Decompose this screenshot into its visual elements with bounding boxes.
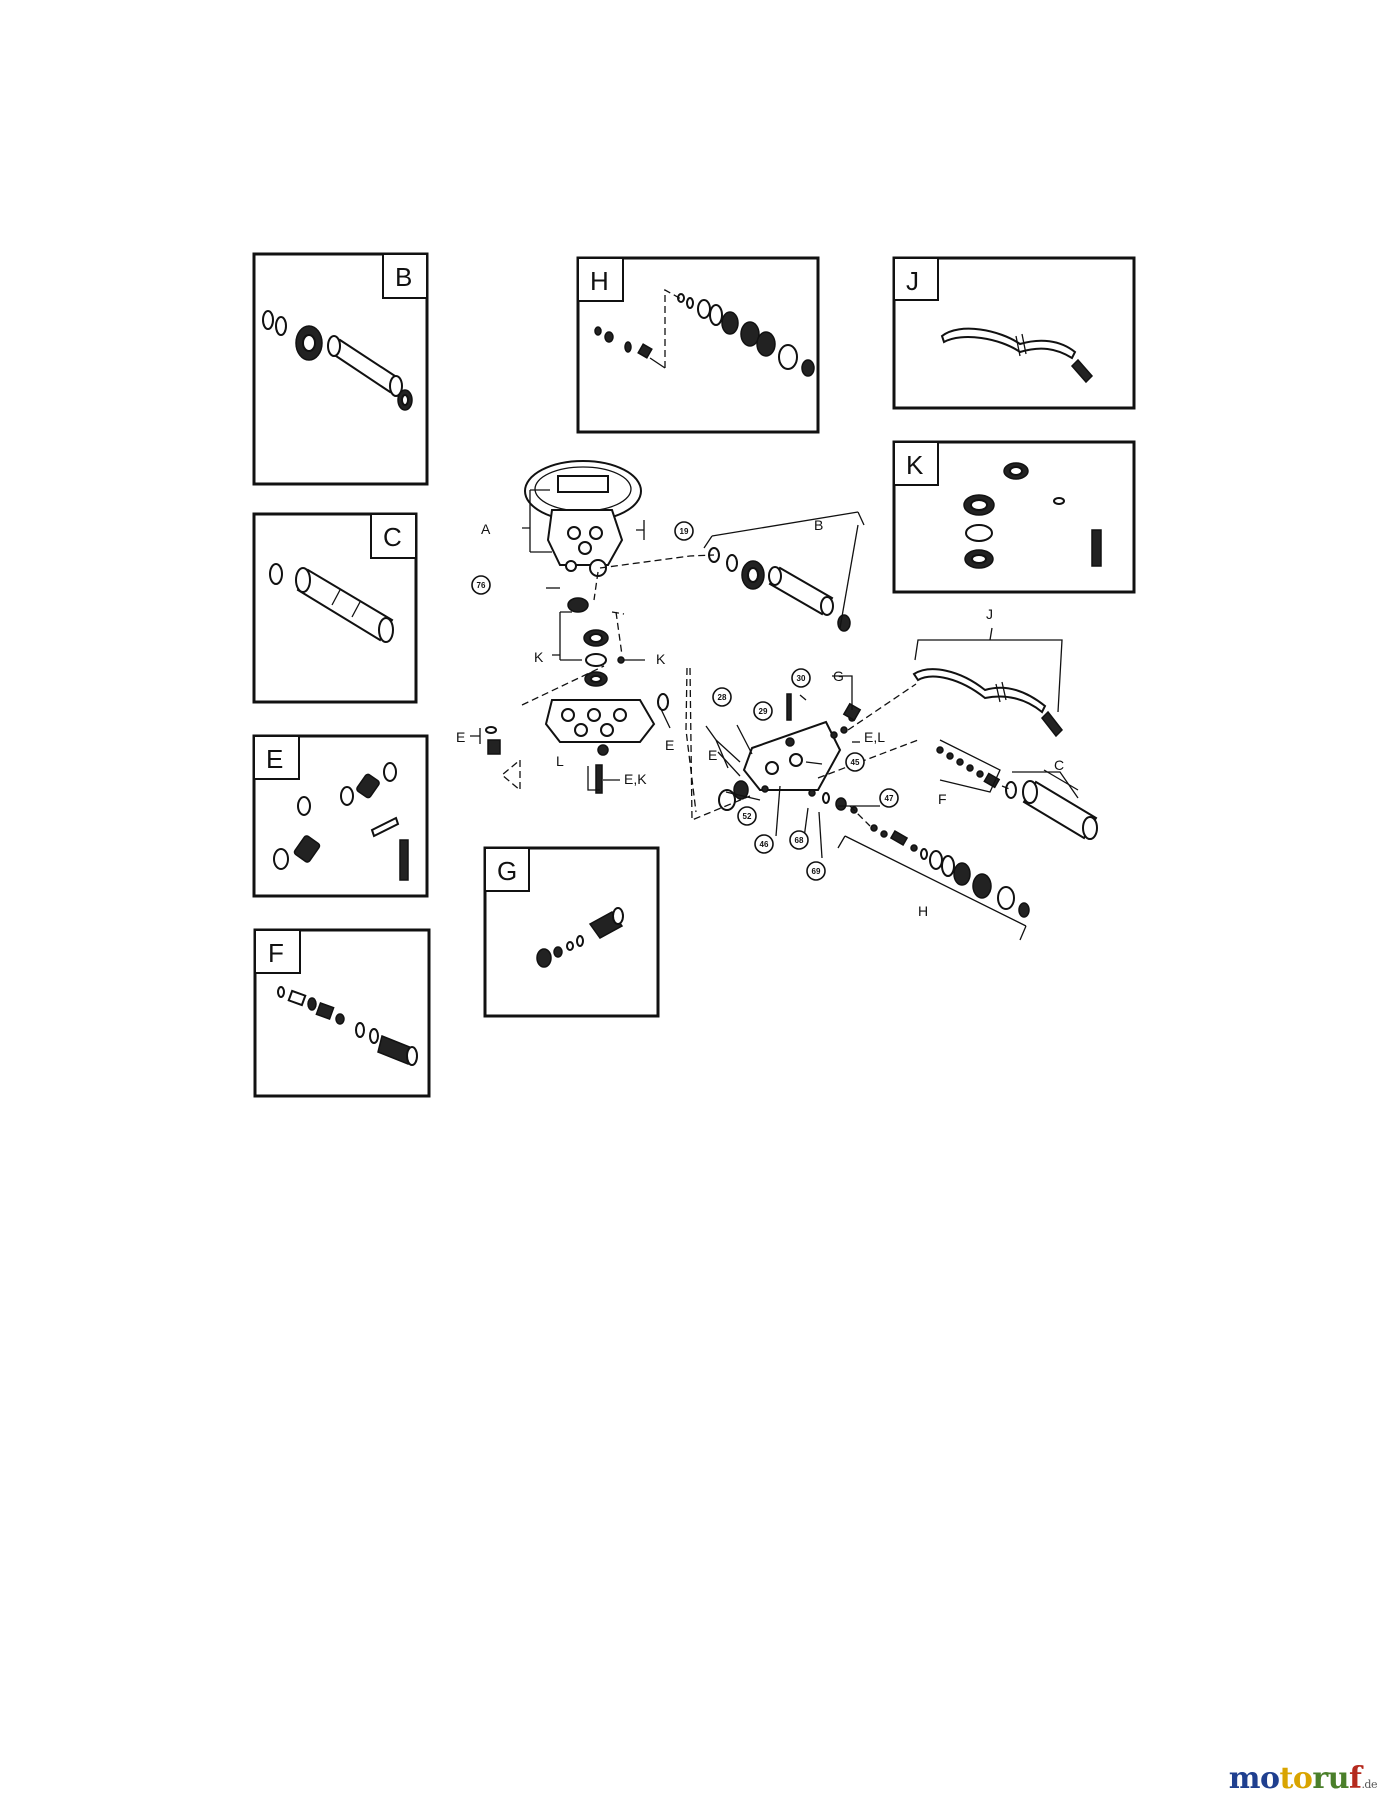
callout-k-right: K (656, 651, 666, 667)
callout-a: A (481, 521, 491, 537)
inset-k-parts (963, 462, 1102, 569)
inset-g: G (483, 846, 660, 1018)
b-assembly (708, 547, 851, 632)
watermark-part-4: f (1349, 1761, 1362, 1796)
manifold-block (485, 693, 669, 794)
inset-b: B (252, 252, 429, 486)
bubble-29: 29 (753, 701, 773, 721)
svg-text:76: 76 (477, 581, 486, 590)
inset-c-parts (269, 563, 394, 643)
svg-text:68: 68 (795, 836, 804, 845)
bubble-76: 76 (471, 575, 491, 595)
inset-c: C (252, 512, 418, 704)
bubble-19: 19 (674, 521, 694, 541)
callout-ek: E,K (624, 771, 647, 787)
callout-e-right: E (708, 747, 717, 763)
inset-b-parts (262, 310, 413, 411)
part-number-bubbles: 19 76 28 29 30 45 47 52 (471, 521, 899, 881)
bubble-47: 47 (879, 788, 899, 808)
h-chain (870, 824, 1030, 918)
callout-e-mid: E (665, 737, 674, 753)
callout-j: J (986, 606, 993, 622)
bubble-45: 45 (845, 752, 865, 772)
callout-h: H (918, 903, 928, 919)
bubble-69: 69 (806, 861, 826, 881)
svg-text:29: 29 (759, 707, 768, 716)
svg-text:52: 52 (743, 812, 752, 821)
callout-el: E,L (864, 729, 885, 745)
svg-text:69: 69 (812, 867, 821, 876)
callout-c: C (1054, 757, 1064, 773)
inset-f-label: F (268, 938, 284, 968)
watermark-suffix: .de (1361, 1778, 1377, 1791)
callout-b: B (814, 517, 823, 533)
bubble-52: 52 (737, 806, 757, 826)
inset-f-parts (277, 986, 418, 1066)
inset-h-parts (594, 288, 815, 377)
callout-l: L (556, 753, 564, 769)
inset-k: K (892, 440, 1136, 594)
inset-f: F (253, 928, 431, 1098)
svg-text:28: 28 (718, 693, 727, 702)
inset-b-label: B (395, 262, 412, 292)
svg-text:19: 19 (680, 527, 689, 536)
bubble-68: 68 (789, 830, 809, 850)
bubble-46: 46 (754, 834, 774, 854)
inset-c-label: C (383, 522, 402, 552)
watermark-part-3: ru (1312, 1761, 1350, 1796)
f-chain (936, 746, 1001, 789)
watermark-part-1: mo (1228, 1761, 1280, 1796)
callout-labels: A B K K E E L E,K E G E,L J C F H (456, 517, 1064, 919)
bubble-28: 28 (712, 687, 732, 707)
watermark-part-2: to (1279, 1761, 1313, 1796)
watermark-logo: motoruf.de (1228, 1761, 1378, 1796)
callout-g: G (833, 668, 844, 684)
pump-housing (524, 460, 642, 577)
inset-k-label: K (906, 450, 924, 480)
inset-j-label: J (906, 266, 919, 296)
pump-exploded-view (470, 460, 1098, 941)
outlet-manifold (718, 693, 862, 814)
inset-g-parts (536, 907, 624, 968)
c-assembly (1005, 780, 1098, 840)
inset-j-parts (940, 327, 1094, 384)
bubble-30: 30 (791, 668, 811, 688)
inset-h: H (576, 256, 820, 434)
inset-g-label: G (497, 856, 517, 886)
inset-j: J (892, 256, 1136, 410)
j-hose (912, 668, 1063, 738)
inset-e-parts (273, 762, 409, 881)
svg-text:47: 47 (885, 794, 894, 803)
svg-text:46: 46 (760, 840, 769, 849)
svg-text:45: 45 (851, 758, 860, 767)
callout-k-left: K (534, 649, 544, 665)
inset-e: E (252, 734, 429, 898)
k-stack (567, 597, 625, 687)
callout-e-left: E (456, 729, 465, 745)
svg-text:30: 30 (797, 674, 806, 683)
inset-e-label: E (266, 744, 283, 774)
inset-h-label: H (590, 266, 609, 296)
callout-f: F (938, 791, 947, 807)
